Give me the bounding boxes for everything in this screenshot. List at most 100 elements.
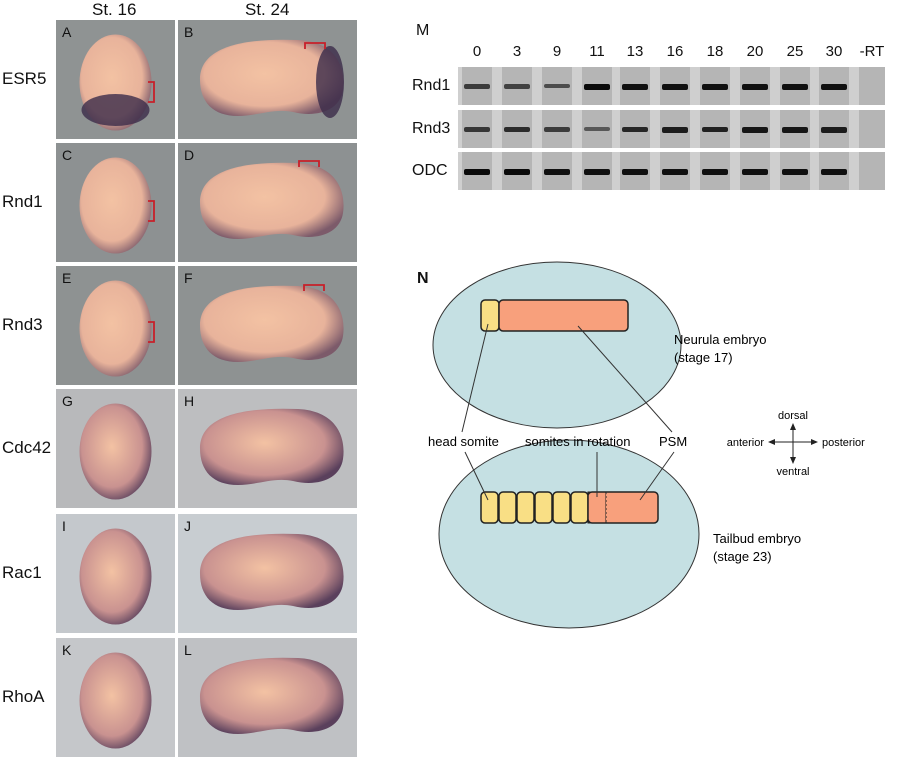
lane-label: 0 <box>472 43 482 60</box>
panel-a: A <box>56 20 175 139</box>
panel-g: G <box>56 389 175 508</box>
row-label-esr5: ESR5 <box>2 68 47 88</box>
embryo <box>79 652 152 749</box>
gel-band <box>702 127 728 132</box>
red-bracket-marker <box>148 321 155 343</box>
panel-letter: E <box>62 270 72 286</box>
row-label-rnd3: Rnd3 <box>2 314 43 334</box>
orientation-axes-icon <box>768 423 818 464</box>
column-header-st24: St. 24 <box>245 0 290 19</box>
gel-band <box>821 169 847 175</box>
embryo <box>79 528 152 625</box>
panel-letter: L <box>184 642 192 658</box>
embryo-image <box>200 408 344 485</box>
lane-label: 16 <box>666 43 684 60</box>
tailbud-somite <box>516 491 535 524</box>
panel-letter: I <box>62 518 66 534</box>
embryo <box>200 162 344 239</box>
tailbud-somite <box>498 491 517 524</box>
embryo-image <box>200 657 344 734</box>
gel-band <box>584 169 610 175</box>
gel-band <box>821 84 847 90</box>
leader-head-tailbud <box>464 451 489 501</box>
panel-letter: K <box>62 642 72 658</box>
panel-c: C <box>56 143 175 262</box>
panel-l: L <box>178 638 357 757</box>
panel-e: E <box>56 266 175 385</box>
column-header-st16: St. 16 <box>92 0 137 19</box>
tailbud-somite-group <box>480 491 589 524</box>
lane-label: 9 <box>552 43 562 60</box>
embryo <box>79 157 152 254</box>
panel-letter: D <box>184 147 195 163</box>
leader-psm-neurula <box>577 325 673 433</box>
row-label-rhoa: RhoA <box>2 686 45 706</box>
gel-band <box>504 169 530 175</box>
gel-band <box>782 84 808 90</box>
lane-label: 11 <box>589 43 605 60</box>
gel-band <box>544 127 570 132</box>
tailbud-psm-fill <box>606 492 658 523</box>
panel-k: K <box>56 638 175 757</box>
gel-row-label-rnd3: Rnd3 <box>412 120 451 137</box>
embryo <box>200 657 344 734</box>
label-neurula-embryo: Neurula embryo <box>674 332 767 347</box>
label-head-somite: head somite <box>428 434 499 449</box>
red-bracket-marker <box>303 284 325 291</box>
gel-band <box>702 84 728 90</box>
embryo-image <box>79 652 152 749</box>
gel-band <box>504 127 530 132</box>
lane-label: 30 <box>825 43 843 60</box>
tailbud-psm <box>587 491 659 524</box>
red-bracket-marker <box>148 200 155 222</box>
panel-letter: H <box>184 393 195 409</box>
expression-stain <box>316 46 344 118</box>
neurula-embryo-shape <box>432 261 682 429</box>
gel-band <box>662 84 688 90</box>
embryo <box>200 408 344 485</box>
leader-head-neurula <box>461 323 489 433</box>
panel-letter: C <box>62 147 73 163</box>
embryo <box>79 403 152 500</box>
panel-letter: B <box>184 24 194 40</box>
gel-band <box>584 127 610 131</box>
gel-band <box>702 169 728 175</box>
lane-label: 3 <box>512 43 522 60</box>
gel-band <box>742 84 768 90</box>
embryo-image <box>200 39 344 118</box>
label-anterior: anterior <box>727 437 765 449</box>
lane-label: 18 <box>706 43 724 60</box>
leader-psm-tailbud <box>639 451 675 501</box>
red-bracket-marker <box>304 42 326 49</box>
red-bracket-marker <box>148 81 155 103</box>
panel-j: J <box>178 514 357 633</box>
gel-band <box>742 127 768 133</box>
gel-band <box>544 84 570 88</box>
label-posterior: posterior <box>822 437 865 449</box>
embryo <box>200 39 344 117</box>
panel-letter: J <box>184 518 191 534</box>
gel-band <box>662 169 688 175</box>
gel-band <box>622 169 648 175</box>
red-bracket-marker <box>298 160 320 167</box>
tailbud-somite <box>480 491 499 524</box>
lane-label: -RT <box>859 43 885 60</box>
gel-band <box>821 127 847 133</box>
embryo-image <box>79 157 155 254</box>
row-label-cdc42: Cdc42 <box>2 437 52 457</box>
expression-stain <box>81 94 150 126</box>
label-somites-rotation: somites in rotation <box>525 434 631 449</box>
label-ventral: ventral <box>776 466 809 478</box>
embryo-image <box>200 533 344 610</box>
gel-band <box>782 169 808 175</box>
panel-letter-m: M <box>416 22 430 39</box>
embryo <box>200 533 344 610</box>
gel-band <box>504 84 530 89</box>
gel-band <box>742 169 768 175</box>
somite-diagram: head somite somites in rotation PSM Neur… <box>428 261 865 629</box>
neurula-psm <box>498 299 629 332</box>
gel-row-label-odc: ODC <box>412 162 448 179</box>
label-neurula-stage: (stage 17) <box>674 350 733 365</box>
gel-lane <box>859 110 885 148</box>
label-tailbud-embryo: Tailbud embryo <box>713 531 801 546</box>
